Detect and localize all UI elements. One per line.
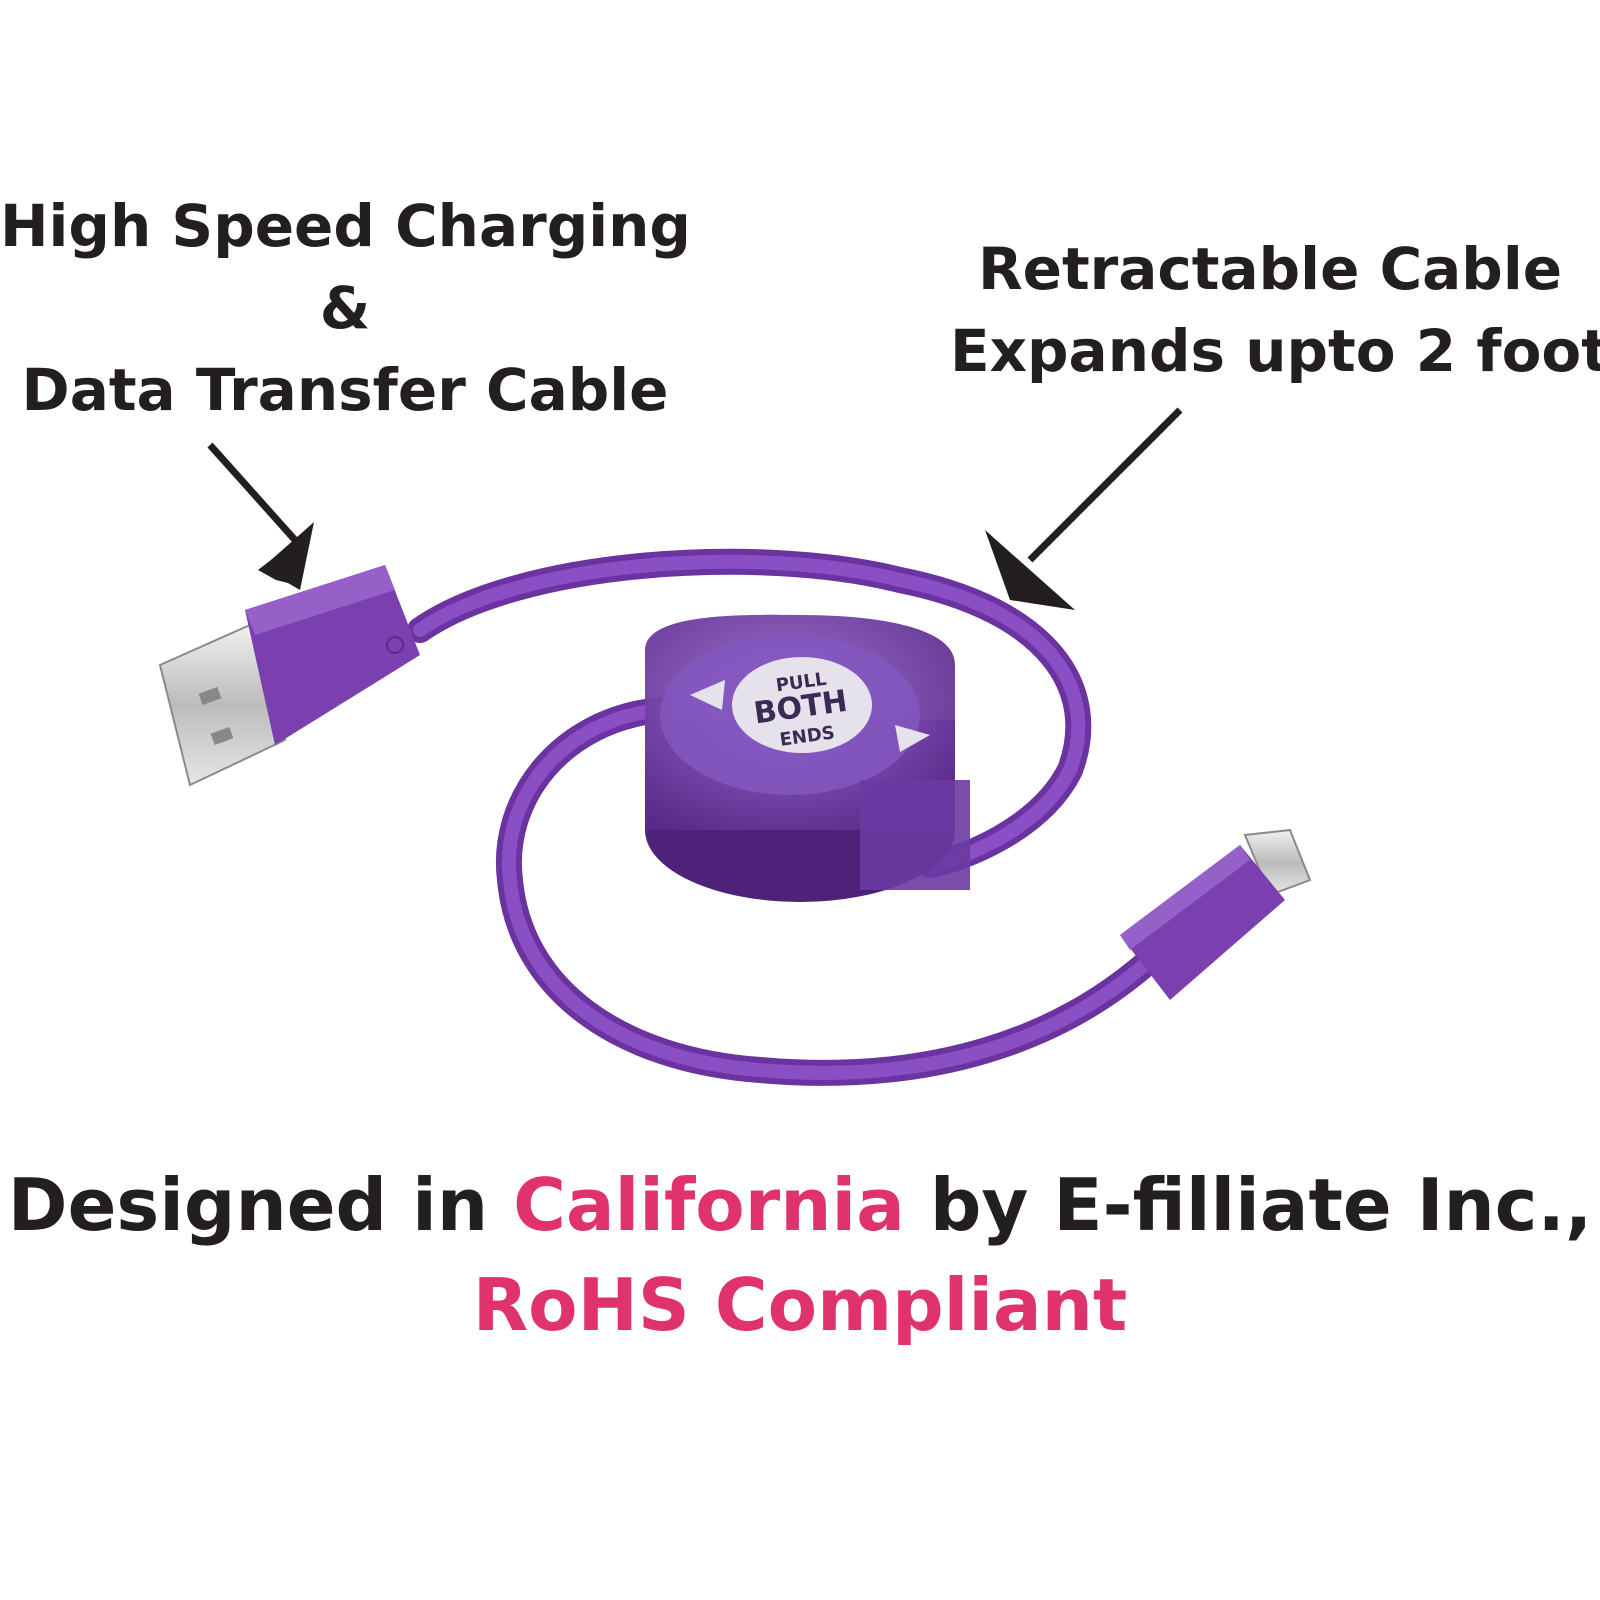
arrow-left-icon — [207, 442, 314, 590]
footer-line1: Designed in California by E-filliate Inc… — [0, 1155, 1600, 1255]
usb-a-connector — [158, 565, 420, 787]
caption-right: Retractable Cable Expands upto 2 foot — [950, 228, 1600, 392]
cable-reel: PULL BOTH ENDS — [645, 614, 970, 902]
footer: Designed in California by E-filliate Inc… — [0, 1155, 1600, 1355]
caption-right-line2: Expands upto 2 foot — [950, 317, 1600, 385]
arrow-right-icon — [985, 407, 1183, 610]
footer-text-2: by E-filliate Inc., — [904, 1163, 1593, 1247]
footer-text-1: Designed in — [7, 1163, 514, 1247]
micro-usb-connector — [1120, 828, 1312, 1000]
footer-line2: RoHS Compliant — [472, 1263, 1128, 1347]
footer-highlight: California — [513, 1163, 905, 1247]
caption-right-line1: Retractable Cable — [977, 235, 1563, 303]
caption-left-line2: & — [319, 274, 371, 342]
caption-left-line3: Data Transfer Cable — [21, 356, 669, 424]
caption-left: High Speed Charging & Data Transfer Cabl… — [0, 185, 691, 431]
cable — [407, 548, 1163, 1086]
caption-left-line1: High Speed Charging — [0, 192, 691, 260]
